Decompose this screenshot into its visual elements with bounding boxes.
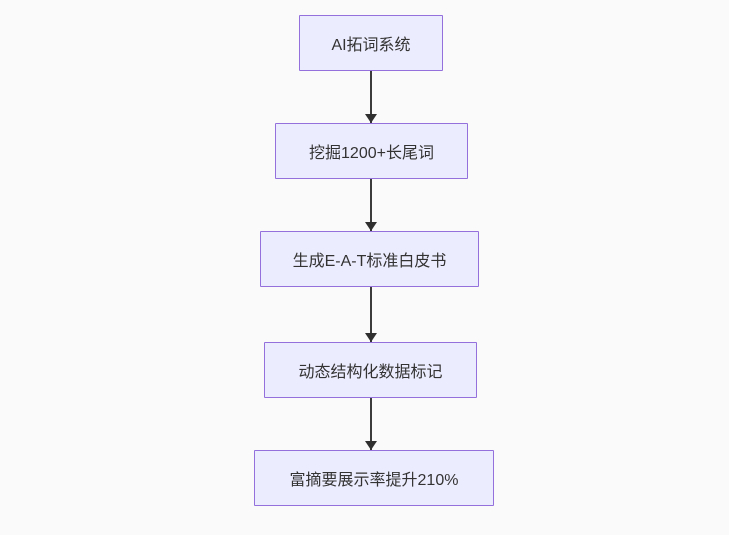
node-label: 富摘要展示率提升210% [289, 472, 459, 489]
flowchart-node-ai-keyword-system: AI拓词系统 [299, 15, 443, 71]
arrow-down-icon [365, 333, 377, 342]
node-label: 生成E-A-T标准白皮书 [292, 253, 447, 270]
node-label: 挖掘1200+长尾词 [309, 145, 434, 162]
node-label: 动态结构化数据标记 [298, 364, 443, 381]
flow-arrow-line [370, 398, 372, 450]
node-label: AI拓词系统 [331, 37, 411, 54]
flow-arrow-line [370, 287, 372, 342]
flowchart-node-structured-data: 动态结构化数据标记 [264, 342, 477, 398]
arrow-down-icon [365, 222, 377, 231]
flowchart-node-longtail-mining: 挖掘1200+长尾词 [275, 123, 468, 179]
flowchart-node-eat-whitepaper: 生成E-A-T标准白皮书 [260, 231, 479, 287]
flow-arrow-line [370, 71, 372, 123]
flowchart-node-rich-snippet-rate: 富摘要展示率提升210% [254, 450, 494, 506]
arrow-down-icon [365, 114, 377, 123]
flow-arrow-line [370, 179, 372, 231]
arrow-down-icon [365, 441, 377, 450]
